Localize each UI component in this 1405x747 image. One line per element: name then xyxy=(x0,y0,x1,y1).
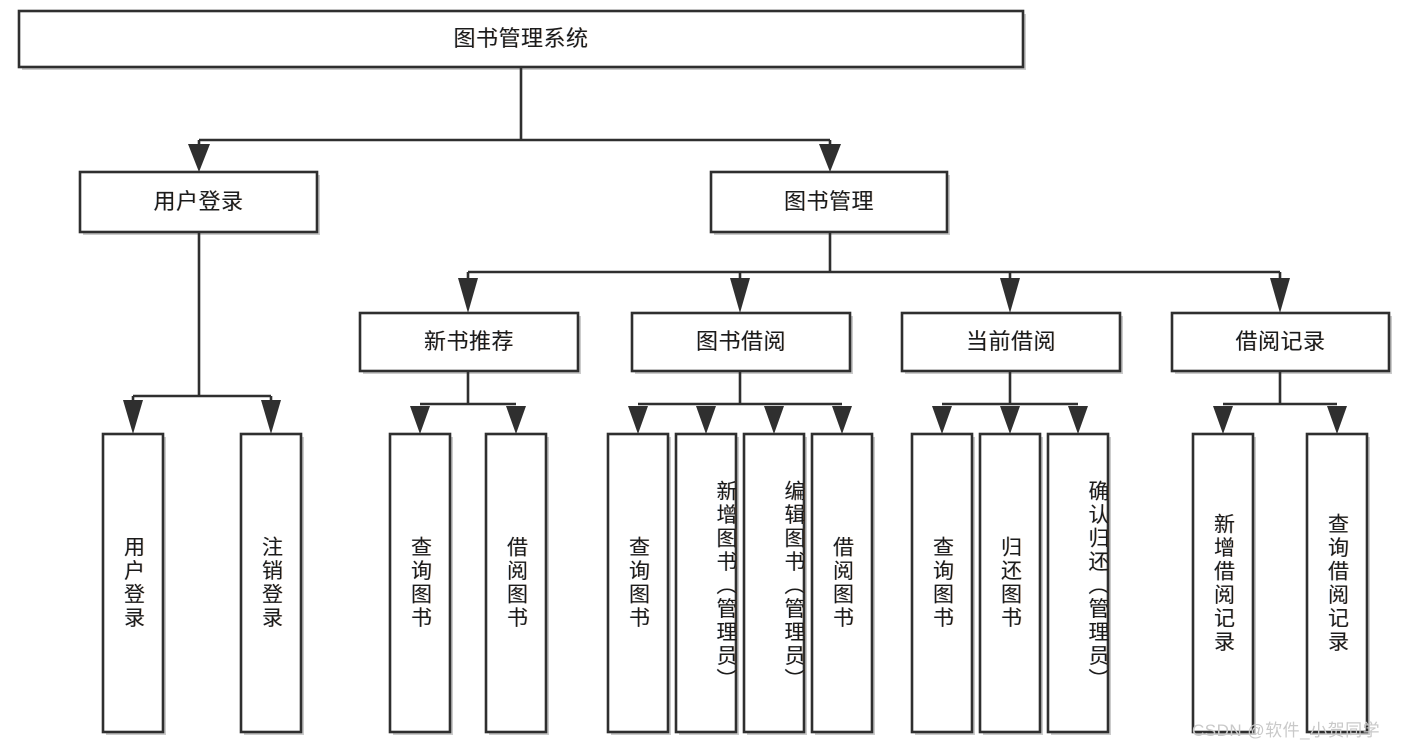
arrow-head-l3-2 xyxy=(730,278,750,313)
leaf-borrow-records-1[interactable] xyxy=(1191,432,1256,735)
arrow-head-br-leaf-1 xyxy=(1213,406,1233,434)
arrow-head-br-leaf-2 xyxy=(1327,406,1347,434)
arrow-head-l3-1 xyxy=(458,278,478,313)
leaf-book-borrow-4[interactable] xyxy=(810,432,875,735)
node-book-borrow-box xyxy=(630,311,852,373)
leaf-current-borrow-1[interactable] xyxy=(910,432,975,735)
arrow-head-login-leaf-1 xyxy=(123,400,143,434)
node-user-login[interactable] xyxy=(78,170,320,235)
node-new-book-recommend[interactable] xyxy=(358,311,581,374)
node-root-box xyxy=(17,9,1025,69)
arrow-head-bb-leaf-3 xyxy=(764,406,784,434)
arrow-head-nbr-leaf-2 xyxy=(506,406,526,434)
leaf-current-borrow-2[interactable] xyxy=(978,432,1043,735)
arrow-head-cb-leaf-1 xyxy=(932,406,952,434)
arrow-head-cb-leaf-2 xyxy=(1000,406,1020,434)
arrow-head-bb-leaf-1 xyxy=(628,406,648,434)
arrow-head-l3-3 xyxy=(1000,278,1020,313)
arrow-head-bb-leaf-2 xyxy=(696,406,716,434)
node-current-borrow-box xyxy=(900,311,1122,373)
arrow-head-login xyxy=(188,144,210,172)
node-borrow-records[interactable] xyxy=(1170,311,1392,374)
arrow-head-bookmgmt xyxy=(819,144,841,172)
arrow-head-l3-4 xyxy=(1270,278,1290,313)
node-user-login-box xyxy=(78,170,319,234)
leaf-user-login-2[interactable] xyxy=(239,432,304,735)
node-root[interactable] xyxy=(17,9,1026,70)
leaf-borrow-records-2[interactable] xyxy=(1305,432,1370,735)
node-current-borrow[interactable] xyxy=(900,311,1123,374)
node-book-borrow[interactable] xyxy=(630,311,853,374)
leaf-new-book-recommend-2[interactable] xyxy=(484,432,549,735)
arrow-head-nbr-leaf-1 xyxy=(410,406,430,434)
node-book-management[interactable] xyxy=(709,170,950,235)
leaf-book-borrow-1[interactable] xyxy=(606,432,671,735)
leaf-current-borrow-3[interactable] xyxy=(1046,432,1111,735)
node-book-management-box xyxy=(709,170,949,234)
leaf-book-borrow-2[interactable] xyxy=(674,432,739,735)
arrow-head-cb-leaf-3 xyxy=(1068,406,1088,434)
arrow-head-login-leaf-2 xyxy=(261,400,281,434)
node-borrow-records-box xyxy=(1170,311,1391,373)
arrow-head-bb-leaf-4 xyxy=(832,406,852,434)
leaf-book-borrow-3[interactable] xyxy=(742,432,807,735)
leaf-new-book-recommend-1[interactable] xyxy=(388,432,453,735)
leaf-user-login-1[interactable] xyxy=(101,432,166,735)
node-new-book-recommend-box xyxy=(358,311,580,373)
